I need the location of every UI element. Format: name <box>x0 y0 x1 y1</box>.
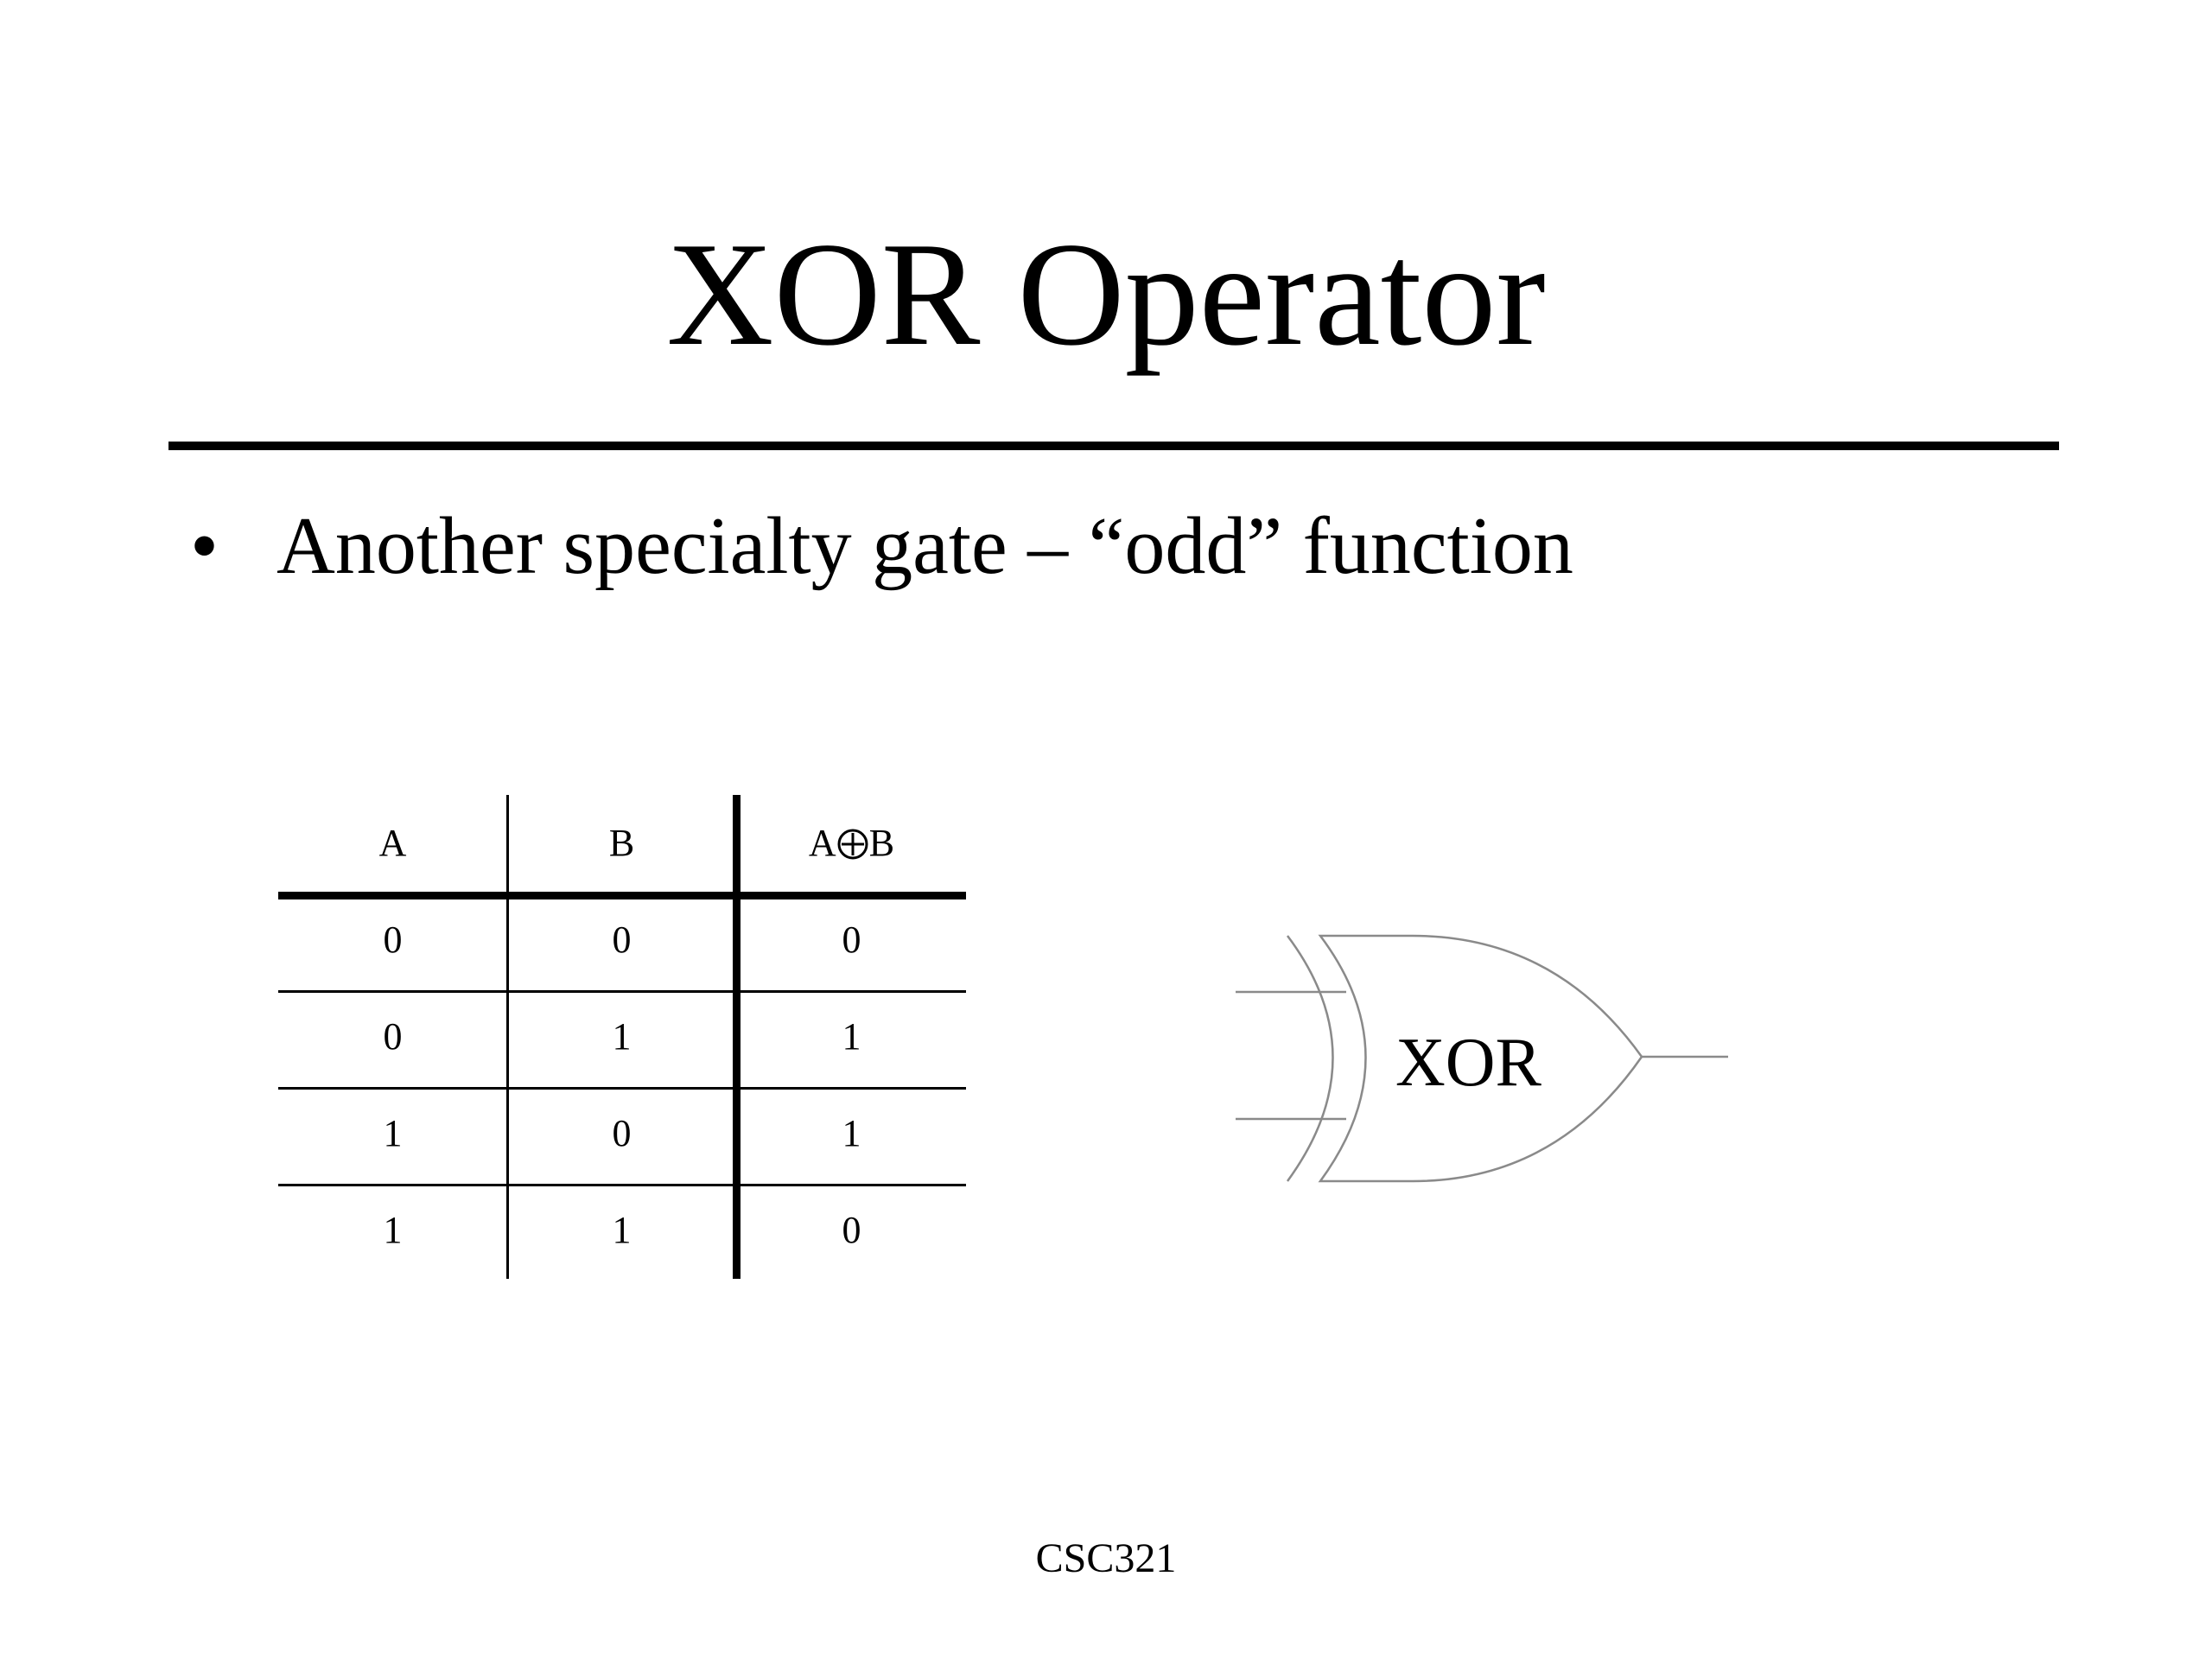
table-header-b: B <box>608 822 635 864</box>
bullet-marker: • <box>190 501 219 591</box>
table-header-output-right: B <box>868 822 895 864</box>
slide-footer: CSC321 <box>1035 1535 1177 1581</box>
table-cell-output: 0 <box>842 1209 861 1251</box>
table-cell-b: 1 <box>612 1015 632 1058</box>
slide-title: XOR Operator <box>666 213 1546 377</box>
table-cell-output: 0 <box>842 918 861 961</box>
table-header-a: A <box>378 822 407 864</box>
gate-label: XOR <box>1395 1025 1541 1101</box>
title-divider <box>168 442 2059 450</box>
table-cell-a: 0 <box>383 918 403 961</box>
table-column-divider <box>506 795 509 1279</box>
gate-body <box>1318 934 1643 1183</box>
table-header-output-left: A <box>808 822 836 864</box>
table-cell-output: 1 <box>842 1112 861 1154</box>
xor-gate-icon <box>1236 934 1728 1183</box>
table-row-rule <box>278 1087 966 1090</box>
table-cell-a: 1 <box>383 1209 403 1251</box>
table-cell-output: 1 <box>842 1015 861 1058</box>
table-row-rule <box>278 1184 966 1186</box>
table-cell-a: 1 <box>383 1112 403 1154</box>
gate-back-curve <box>1286 935 1334 1182</box>
circled-plus-icon <box>837 829 868 860</box>
table-row-rule <box>278 990 966 993</box>
table-cell-b: 0 <box>612 918 632 961</box>
bullet-text: Another specialty gate – “odd” function <box>276 501 1573 591</box>
table-output-divider <box>733 795 741 1279</box>
table-cell-b: 1 <box>612 1209 632 1251</box>
table-cell-a: 0 <box>383 1015 403 1058</box>
table-header-rule <box>278 892 966 899</box>
table-cell-b: 0 <box>612 1112 632 1154</box>
